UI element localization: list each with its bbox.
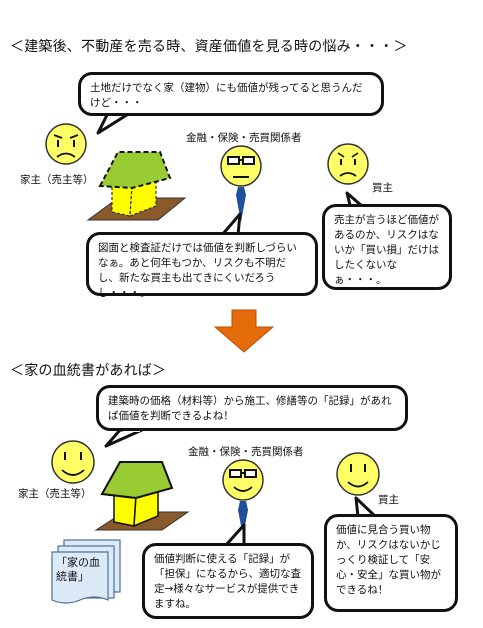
buyer-speech-bubble-1: 売主が言うほど価値があるのか、リスクはないか「買い損」だけはしたくないなぁ・・・… xyxy=(322,204,452,290)
buyer-face-icon xyxy=(327,143,369,185)
document-stack-icon xyxy=(51,539,121,604)
buyer-happy-face-icon xyxy=(336,452,380,496)
owner-label-1: 家主（売主等） xyxy=(20,174,94,186)
section1-heading: ＜建築後、不動産を売る時、資産価値を見る時の悩み・・・＞ xyxy=(10,39,408,55)
buyer-label-1: 買主 xyxy=(372,182,393,194)
agent-speech-bubble-2: 価値判断に使える「記録」が「担保」になるから、適切な査定→様々なサービスが提供で… xyxy=(142,543,314,619)
agent-label-2: 金融・保険・売買関係者 xyxy=(188,446,304,458)
house-icon xyxy=(94,461,190,531)
owner-bubble-tail xyxy=(96,111,132,135)
uncertain-house-icon xyxy=(86,151,187,221)
document-label: 「家の血統書」 xyxy=(56,556,100,583)
agent-label-1: 金融・保険・売買関係者 xyxy=(186,132,302,144)
owner-worried-face-icon xyxy=(45,123,87,165)
buyer-speech-bubble-2: 価値に見合う買い物か、リスクはないかじっくり検証して「安心・安全」な買い物ができ… xyxy=(324,514,458,612)
owner-speech-bubble-2: 建築時の価格（材料等）から施工、修繕等の「記録」があれば価値を判断できるよね！ xyxy=(96,385,408,431)
section2-heading: ＜家の血統書があれば＞ xyxy=(10,363,167,379)
transition-arrow-icon xyxy=(213,309,275,353)
agent-speech-bubble-1: 図面と検査証だけでは価値を判断しづらいなぁ。あと何年もつか、リスクも不明だし、新… xyxy=(86,232,318,299)
owner-speech-bubble-1: 土地だけでなく家（建物）にも価値が残ってると思うんだけど・・・ xyxy=(78,72,384,116)
buyer-label-2: 買主 xyxy=(378,494,399,506)
owner-label-2: 家主（売主等） xyxy=(18,488,92,500)
agent-face-glasses-icon xyxy=(220,145,262,222)
owner-happy-face-icon xyxy=(51,440,95,484)
agent-happy-face-glasses-icon xyxy=(222,459,264,536)
